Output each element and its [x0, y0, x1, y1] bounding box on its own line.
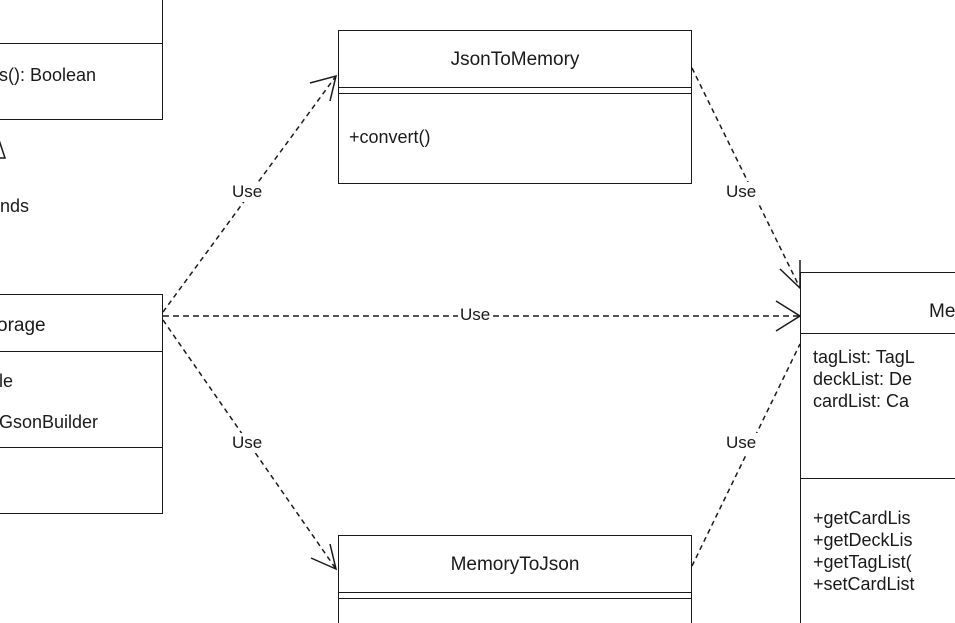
class-memory[interactable]: Me tagList: TagL deckList: De cardList: … — [800, 272, 955, 623]
arrowhead-storage-memorytojson — [310, 543, 338, 571]
class-attribute: tagList: TagL — [813, 347, 915, 367]
class-storage[interactable]: orage le GsonBuilder — [0, 294, 163, 514]
edge-label-jsontomemory-memory: Use — [724, 182, 759, 202]
class-method: +setCardList — [813, 574, 915, 594]
class-name: orage — [0, 315, 46, 336]
class-divider — [339, 592, 691, 593]
class-divider — [801, 478, 955, 479]
class-attribute: GsonBuilder — [0, 412, 99, 432]
class-name: Me — [929, 301, 955, 322]
class-attribute: cardList: Ca — [813, 391, 910, 411]
class-name: JsonToMemory — [450, 49, 580, 70]
class-divider — [0, 447, 162, 448]
edge-label-storage-memorytojson: Use — [230, 433, 265, 453]
class-divider — [339, 87, 691, 88]
class-divider — [0, 351, 162, 352]
extends-label: nds — [0, 196, 30, 216]
edge-label-storage-memory: Use — [458, 305, 493, 325]
generalization-arrowhead — [0, 140, 7, 159]
class-method: s(): Boolean — [0, 65, 97, 85]
edge-label-memorytojson-memory: Use — [724, 433, 759, 453]
class-divider — [801, 333, 955, 334]
edge-storage-memorytojson — [162, 319, 337, 570]
class-method: +convert() — [349, 127, 431, 147]
class-memorytojson[interactable]: MemoryToJson — [338, 535, 692, 623]
class-topleft[interactable]: s(): Boolean — [0, 0, 163, 120]
class-attribute: le — [0, 371, 14, 391]
class-divider — [0, 43, 162, 44]
arrowhead-storage-jsontomemory — [309, 74, 338, 102]
class-jsontomemory[interactable]: JsonToMemory +convert() — [338, 30, 692, 184]
class-divider — [339, 93, 691, 94]
class-divider — [339, 598, 691, 599]
class-method: +getCardLis — [813, 508, 911, 528]
class-method: +getTagList( — [813, 552, 912, 572]
class-method: +getDeckLis — [813, 530, 913, 550]
edge-memorytojson-memory — [691, 343, 801, 567]
arrowhead-jsontomemory-memory — [779, 260, 801, 290]
class-name: MemoryToJson — [450, 554, 580, 575]
edge-label-storage-jsontomemory: Use — [230, 182, 265, 202]
edge-jsontomemory-memory — [691, 67, 801, 289]
class-attribute: deckList: De — [813, 369, 913, 389]
